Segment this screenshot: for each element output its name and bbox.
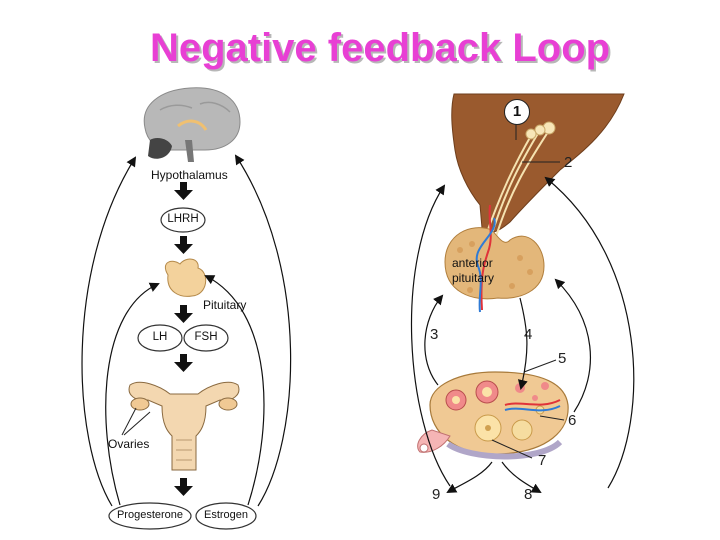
number-6: 6 (568, 412, 577, 429)
pituitary-label: Pituitary (203, 298, 247, 312)
red-vessel (480, 204, 492, 311)
lh-label: LH (152, 331, 168, 343)
feedback-curve-outer-right (234, 154, 292, 507)
arrow-9 (410, 184, 451, 487)
fsh-label: FSH (194, 331, 218, 343)
number-7: 7 (538, 452, 547, 469)
uterus-ovaries-icon (121, 381, 240, 471)
ovary-blue-vessel (504, 405, 561, 412)
lhrh-oval (160, 207, 206, 233)
fsh-oval (183, 324, 229, 352)
arrow-8-outer (544, 176, 635, 489)
pituitary-gland-icon (164, 258, 207, 297)
gland-texture (457, 241, 533, 293)
feedback-curve-inner-left (105, 282, 160, 506)
left-feedback-curves (81, 154, 292, 507)
anterior-label: anterior (452, 256, 493, 270)
down-arrow-3 (174, 305, 193, 323)
ovary-red-vessel (504, 399, 561, 406)
number-3: 3 (430, 326, 439, 343)
arrow-8-down (501, 461, 542, 493)
progesterone-oval (108, 502, 192, 530)
hypothalamus-label: Hypothalamus (151, 168, 228, 182)
arrow-3 (424, 294, 444, 386)
lhrh-label: LHRH (167, 213, 199, 225)
pituitary-right-label: pituitary (452, 271, 495, 285)
lh-oval (137, 324, 183, 352)
down-arrow-1 (174, 182, 193, 200)
down-arrow-5 (174, 478, 193, 496)
hypothalamus-tissue (451, 93, 625, 233)
feedback-curve-inner-right (204, 275, 265, 506)
leader-lines (491, 123, 565, 459)
down-arrows (174, 182, 193, 496)
egg-cell (419, 443, 429, 453)
left-flowchart (81, 87, 292, 530)
page-title: Negative feedback Loop (149, 26, 611, 70)
number-2: 2 (564, 154, 573, 171)
brain-icon (143, 87, 241, 162)
ovaries-label: Ovaries (108, 437, 150, 451)
neuron-bodies (525, 121, 556, 140)
number-8: 8 (524, 486, 533, 503)
follicles (445, 380, 549, 442)
number-4: 4 (524, 326, 533, 343)
progesterone-label: Progesterone (116, 509, 184, 521)
down-arrow-2 (174, 236, 193, 254)
number-9: 9 (432, 486, 441, 503)
arrow-9-down (446, 461, 493, 493)
estrogen-label: Estrogen (203, 509, 249, 521)
right-anatomy (410, 93, 635, 493)
arrow-6-curve (554, 278, 591, 413)
right-feedback-arrows (410, 176, 635, 493)
feedback-curve-outer-left (81, 156, 137, 507)
estrogen-oval (195, 502, 257, 530)
blue-vessel (475, 217, 496, 313)
number-1-badge: 1 (504, 99, 530, 125)
ovary-ligament (446, 439, 563, 460)
arrow-4 (517, 297, 528, 390)
down-arrow-4 (174, 354, 193, 372)
number-5: 5 (558, 350, 567, 367)
